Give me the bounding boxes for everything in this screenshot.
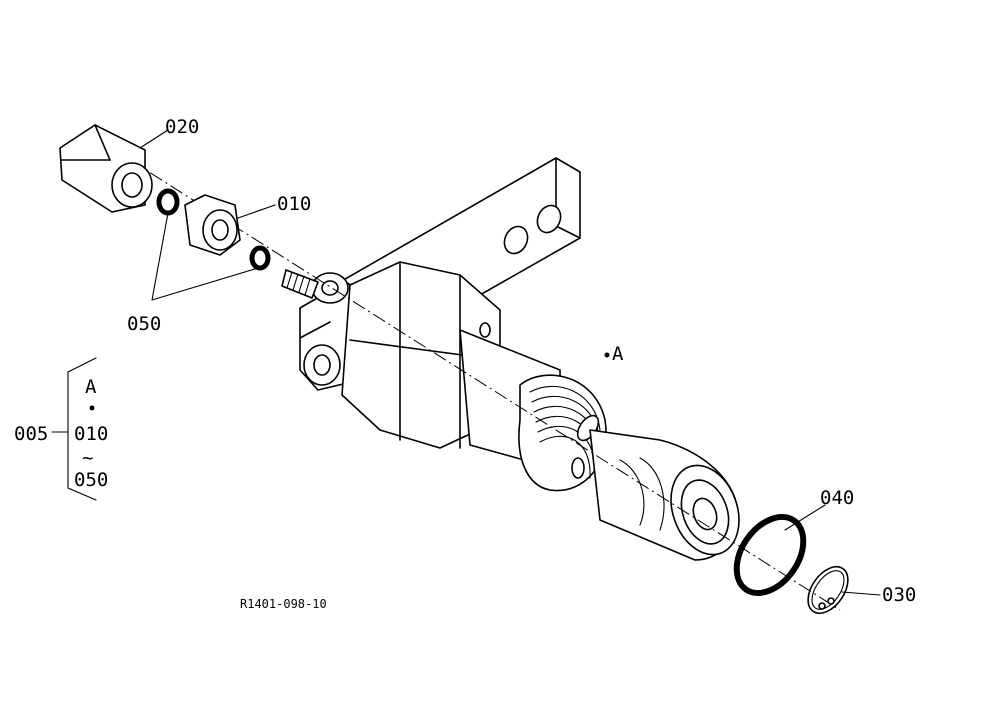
legend-dot bbox=[89, 405, 95, 411]
legend-point: A bbox=[85, 376, 97, 398]
label-part-040: 040 bbox=[820, 487, 854, 509]
legend-range-end: 050 bbox=[74, 469, 108, 491]
label-part-030: 030 bbox=[882, 584, 916, 606]
center-axis bbox=[129, 159, 841, 611]
point-a-marker bbox=[604, 352, 610, 358]
relief-valve-body bbox=[281, 261, 740, 561]
label-part-020: 020 bbox=[165, 116, 199, 138]
part-010-hex-nut bbox=[184, 194, 241, 256]
legend-range-sep: ~ bbox=[82, 447, 93, 469]
legend-assembly-number: 005 bbox=[14, 423, 48, 445]
part-050-washer-1 bbox=[156, 188, 180, 216]
drawing-reference: R1401-098-10 bbox=[240, 597, 327, 611]
leader-lines bbox=[139, 129, 881, 596]
label-point-a: A bbox=[612, 343, 624, 365]
label-part-050: 050 bbox=[127, 313, 161, 335]
legend-range-start: 010 bbox=[74, 423, 108, 445]
part-030-snap-ring bbox=[807, 566, 849, 614]
part-050-washer-2 bbox=[249, 245, 271, 271]
assembly-legend: 005 A 010 ~ 050 bbox=[14, 357, 108, 501]
label-part-010: 010 bbox=[277, 193, 311, 215]
part-040-o-ring bbox=[733, 514, 807, 596]
part-020-hex-cap bbox=[59, 124, 153, 213]
